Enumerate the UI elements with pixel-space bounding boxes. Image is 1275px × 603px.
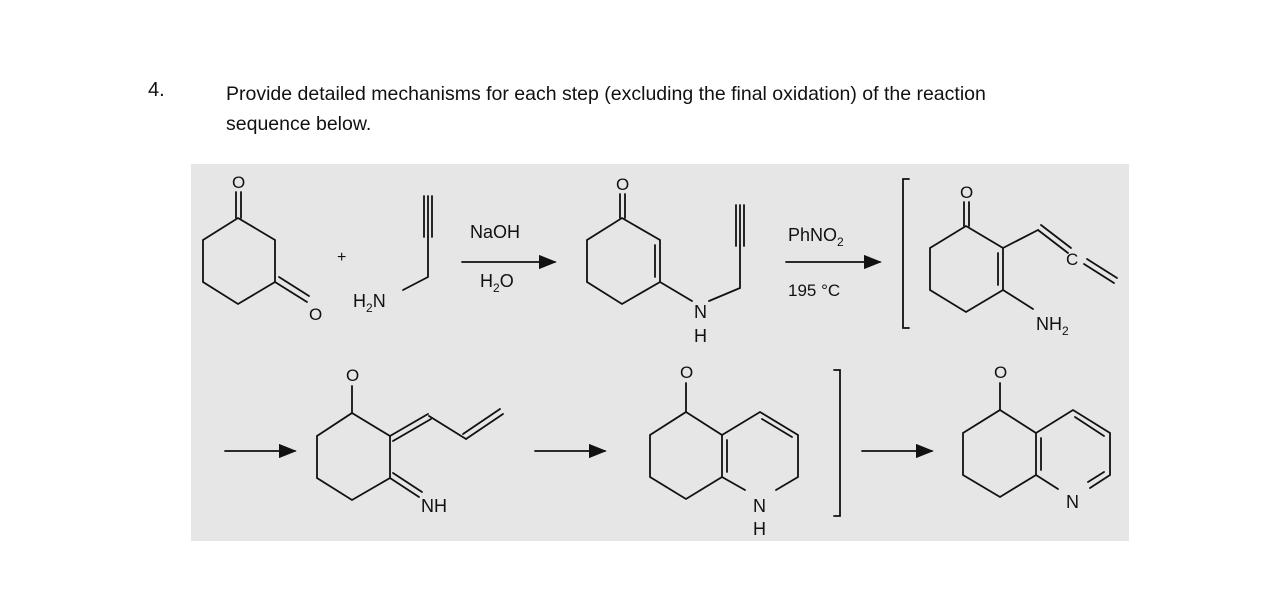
allenyl-enaminone: O NH2 C <box>929 183 1118 338</box>
svg-text:NH2: NH2 <box>1036 314 1069 338</box>
svg-text:O: O <box>232 173 245 192</box>
question-text: Provide detailed mechanisms for each ste… <box>226 79 986 139</box>
svg-text:H: H <box>753 519 766 539</box>
plus-sign: + <box>337 249 346 266</box>
reaction-arrow-1: NaOH H2O <box>461 222 557 295</box>
bracket-open <box>902 178 910 329</box>
svg-text:O: O <box>309 305 322 324</box>
svg-text:195 °C: 195 °C <box>788 281 840 300</box>
bracket-close <box>833 369 841 517</box>
svg-text:O: O <box>346 366 359 385</box>
svg-text:N: N <box>753 496 766 516</box>
svg-text:PhNO2: PhNO2 <box>788 225 844 249</box>
reaction-arrow-2: PhNO2 195 °C <box>785 225 882 300</box>
cyclohexanedione: O O <box>202 173 322 324</box>
svg-text:H2N: H2N <box>353 291 386 315</box>
question-line-1: Provide detailed mechanisms for each ste… <box>226 83 986 105</box>
svg-text:O: O <box>616 175 629 194</box>
svg-text:NH: NH <box>421 496 447 516</box>
svg-text:O: O <box>994 363 1007 382</box>
svg-text:H: H <box>694 326 707 346</box>
imine-diene: O NH <box>316 366 504 516</box>
svg-text:N: N <box>694 302 707 322</box>
svg-text:O: O <box>680 363 693 382</box>
quinolinone-product: O N <box>962 363 1111 512</box>
svg-text:C: C <box>1066 250 1078 269</box>
dihydroquinolinone: O N H <box>649 363 799 539</box>
svg-text:O: O <box>960 183 973 202</box>
svg-text:N: N <box>1066 492 1079 512</box>
question-number: 4. <box>148 79 165 101</box>
enaminone: O N H <box>586 175 745 346</box>
question-line-2: sequence below. <box>226 113 372 135</box>
svg-text:H2O: H2O <box>480 271 514 295</box>
scheme-background <box>191 164 1129 541</box>
propargylamine: H2N <box>353 195 433 315</box>
svg-text:NaOH: NaOH <box>470 222 520 242</box>
